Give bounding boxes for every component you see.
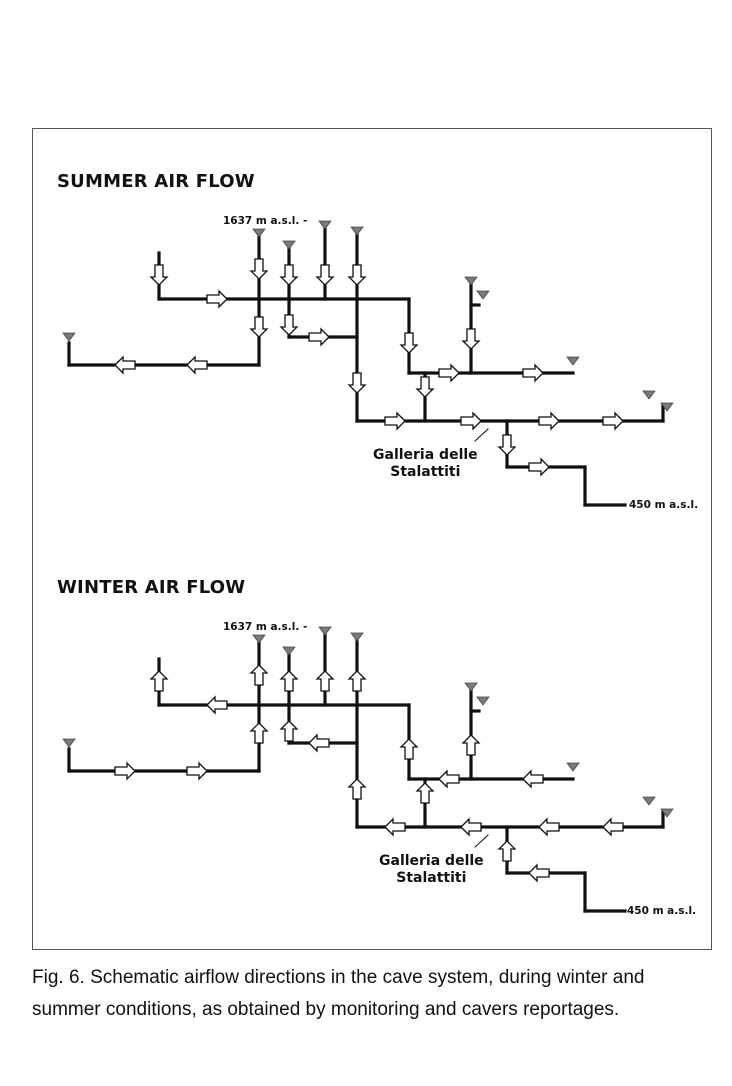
winter-entrance-marker [282,646,296,656]
summer-airflow-arrow [438,363,460,383]
summer-airflow-arrow [347,372,367,394]
figure-frame: SUMMER AIR FLOW 1637 m a.s.l. - Galleria… [32,128,712,950]
winter-passage [474,834,489,848]
winter-airflow-arrow [415,782,435,804]
summer-entrance-marker [642,390,656,400]
winter-entrance-label: 1637 m a.s.l. - [223,621,308,633]
summer-entrance-marker [318,220,332,230]
winter-flow-network [62,626,674,913]
summer-flow-network [62,220,674,507]
cave-airflow-diagram [62,220,674,913]
summer-airflow-arrow [279,314,299,336]
winter-airflow-arrow [497,840,517,862]
winter-title: WINTER AIR FLOW [57,577,246,598]
summer-airflow-arrow [249,316,269,338]
summer-airflow-arrow [249,258,269,280]
winter-airflow-arrow [308,733,330,753]
summer-airflow-arrow [415,376,435,398]
winter-airflow-arrow [399,738,419,760]
summer-airflow-arrow [528,457,550,477]
winter-airflow-arrow [347,670,367,692]
summer-airflow-arrow [384,411,406,431]
summer-airflow-arrow [315,264,335,286]
summer-entrance-marker [350,226,364,236]
winter-entrance-marker [252,634,266,644]
winter-airflow-arrow [114,761,136,781]
summer-airflow-arrow [538,411,560,431]
summer-entrance-marker [660,402,674,412]
summer-entrance-marker [282,240,296,250]
summer-airflow-arrow [114,355,136,375]
winter-entrance-marker [464,682,478,692]
figure-caption: Fig. 6. Schematic airflow directions in … [32,967,645,1020]
summer-airflow-arrow [602,411,624,431]
summer-airflow-arrow [347,264,367,286]
winter-airflow-arrow [438,769,460,789]
winter-exit-label: 450 m a.s.l. [627,905,697,917]
winter-entrance-marker [660,808,674,818]
summer-airflow-arrow [308,327,330,347]
winter-airflow-arrow [528,863,550,883]
winter-entrance-marker [476,696,490,706]
winter-airflow-arrow [347,778,367,800]
summer-entrance-marker [476,290,490,300]
winter-airflow-arrow [249,664,269,686]
winter-entrance-marker [642,796,656,806]
summer-exit-label: 450 m a.s.l. [629,499,699,511]
winter-airflow-arrow [460,817,482,837]
winter-entrance-marker [318,626,332,636]
summer-airflow-arrow [279,264,299,286]
winter-airflow-arrow [461,734,481,756]
winter-airflow-arrow [279,670,299,692]
winter-airflow-arrow [186,761,208,781]
summer-airflow-arrow [149,264,169,286]
winter-entrance-marker [566,762,580,772]
winter-airflow-arrow [315,670,335,692]
summer-airflow-arrow [399,332,419,354]
summer-airflow-arrow [460,411,482,431]
winter-airflow-arrow [538,817,560,837]
summer-airflow-arrow [206,289,228,309]
summer-airflow-arrow [497,434,517,456]
winter-airflow-arrow [522,769,544,789]
winter-entrance-marker [350,632,364,642]
summer-airflow-arrow [522,363,544,383]
winter-airflow-arrow [206,695,228,715]
summer-passage [474,428,489,442]
summer-entrance-label: 1637 m a.s.l. - [223,215,308,227]
winter-airflow-arrow [602,817,624,837]
summer-title: SUMMER AIR FLOW [57,171,255,192]
summer-entrance-marker [464,276,478,286]
summer-airflow-arrow [186,355,208,375]
winter-airflow-arrow [384,817,406,837]
summer-entrance-marker [566,356,580,366]
winter-airflow-arrow [279,720,299,742]
summer-entrance-marker [62,332,76,342]
summer-airflow-arrow [461,328,481,350]
winter-airflow-arrow [249,722,269,744]
winter-airflow-arrow [149,670,169,692]
winter-entrance-marker [62,738,76,748]
summer-entrance-marker [252,228,266,238]
